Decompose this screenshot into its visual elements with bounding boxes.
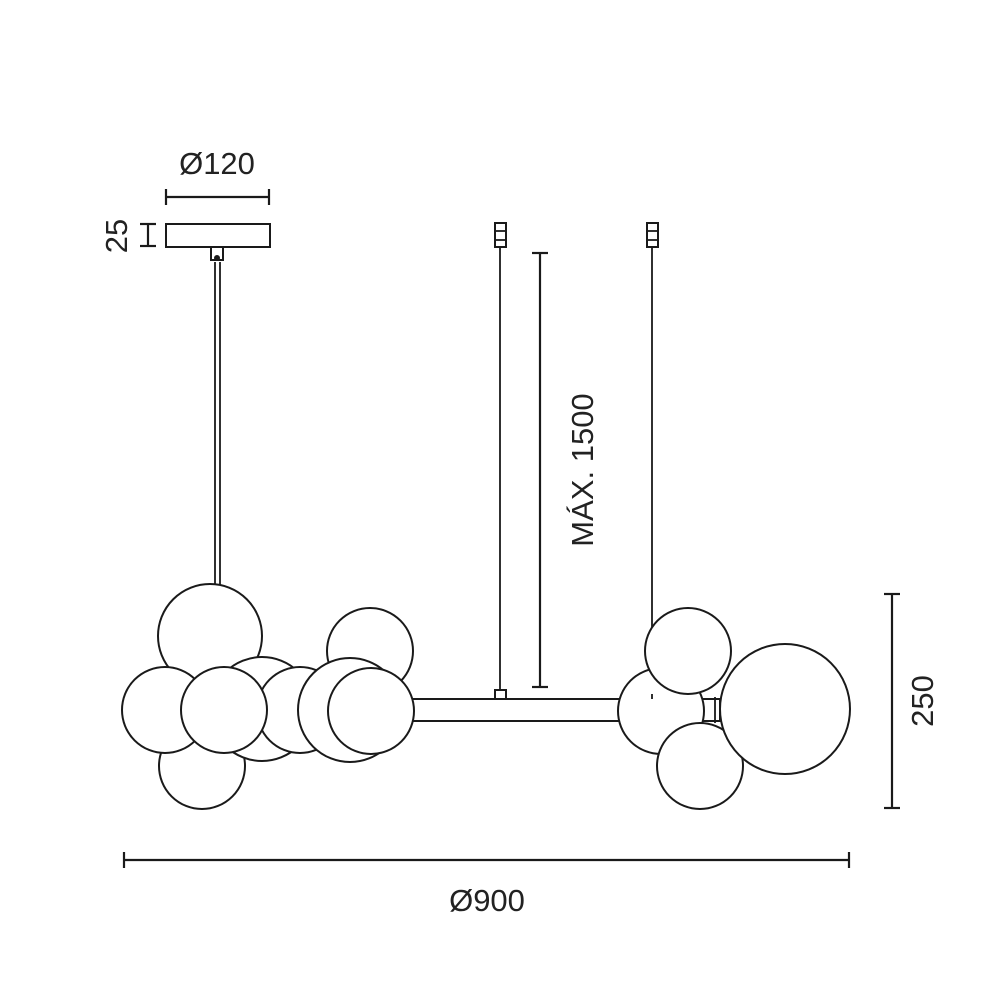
canopy-height-label: 25 bbox=[99, 219, 134, 253]
left-globe-cluster bbox=[121, 583, 415, 810]
fixture-height-label: 250 bbox=[905, 675, 940, 727]
suspension-rod bbox=[214, 262, 221, 598]
globe bbox=[656, 722, 744, 810]
canopy-height-dimension: 25 bbox=[99, 219, 156, 253]
max-cable-length-label: MÁX. 1500 bbox=[565, 393, 600, 546]
fixture-height-dimension: 250 bbox=[884, 592, 940, 810]
canopy-diameter-label: Ø120 bbox=[179, 146, 255, 181]
globe bbox=[327, 667, 415, 755]
overall-width-label: Ø900 bbox=[449, 883, 525, 918]
globe-large bbox=[719, 643, 851, 775]
canopy-diameter-dimension: Ø120 bbox=[164, 146, 271, 205]
ceiling-canopy bbox=[165, 223, 271, 261]
overall-width-dimension: Ø900 bbox=[122, 852, 851, 918]
max-cable-length-dimension: MÁX. 1500 bbox=[532, 251, 600, 689]
right-globe-cluster bbox=[617, 607, 851, 810]
suspension-cable-left bbox=[494, 222, 507, 700]
globe bbox=[180, 666, 268, 754]
globe bbox=[644, 607, 732, 695]
